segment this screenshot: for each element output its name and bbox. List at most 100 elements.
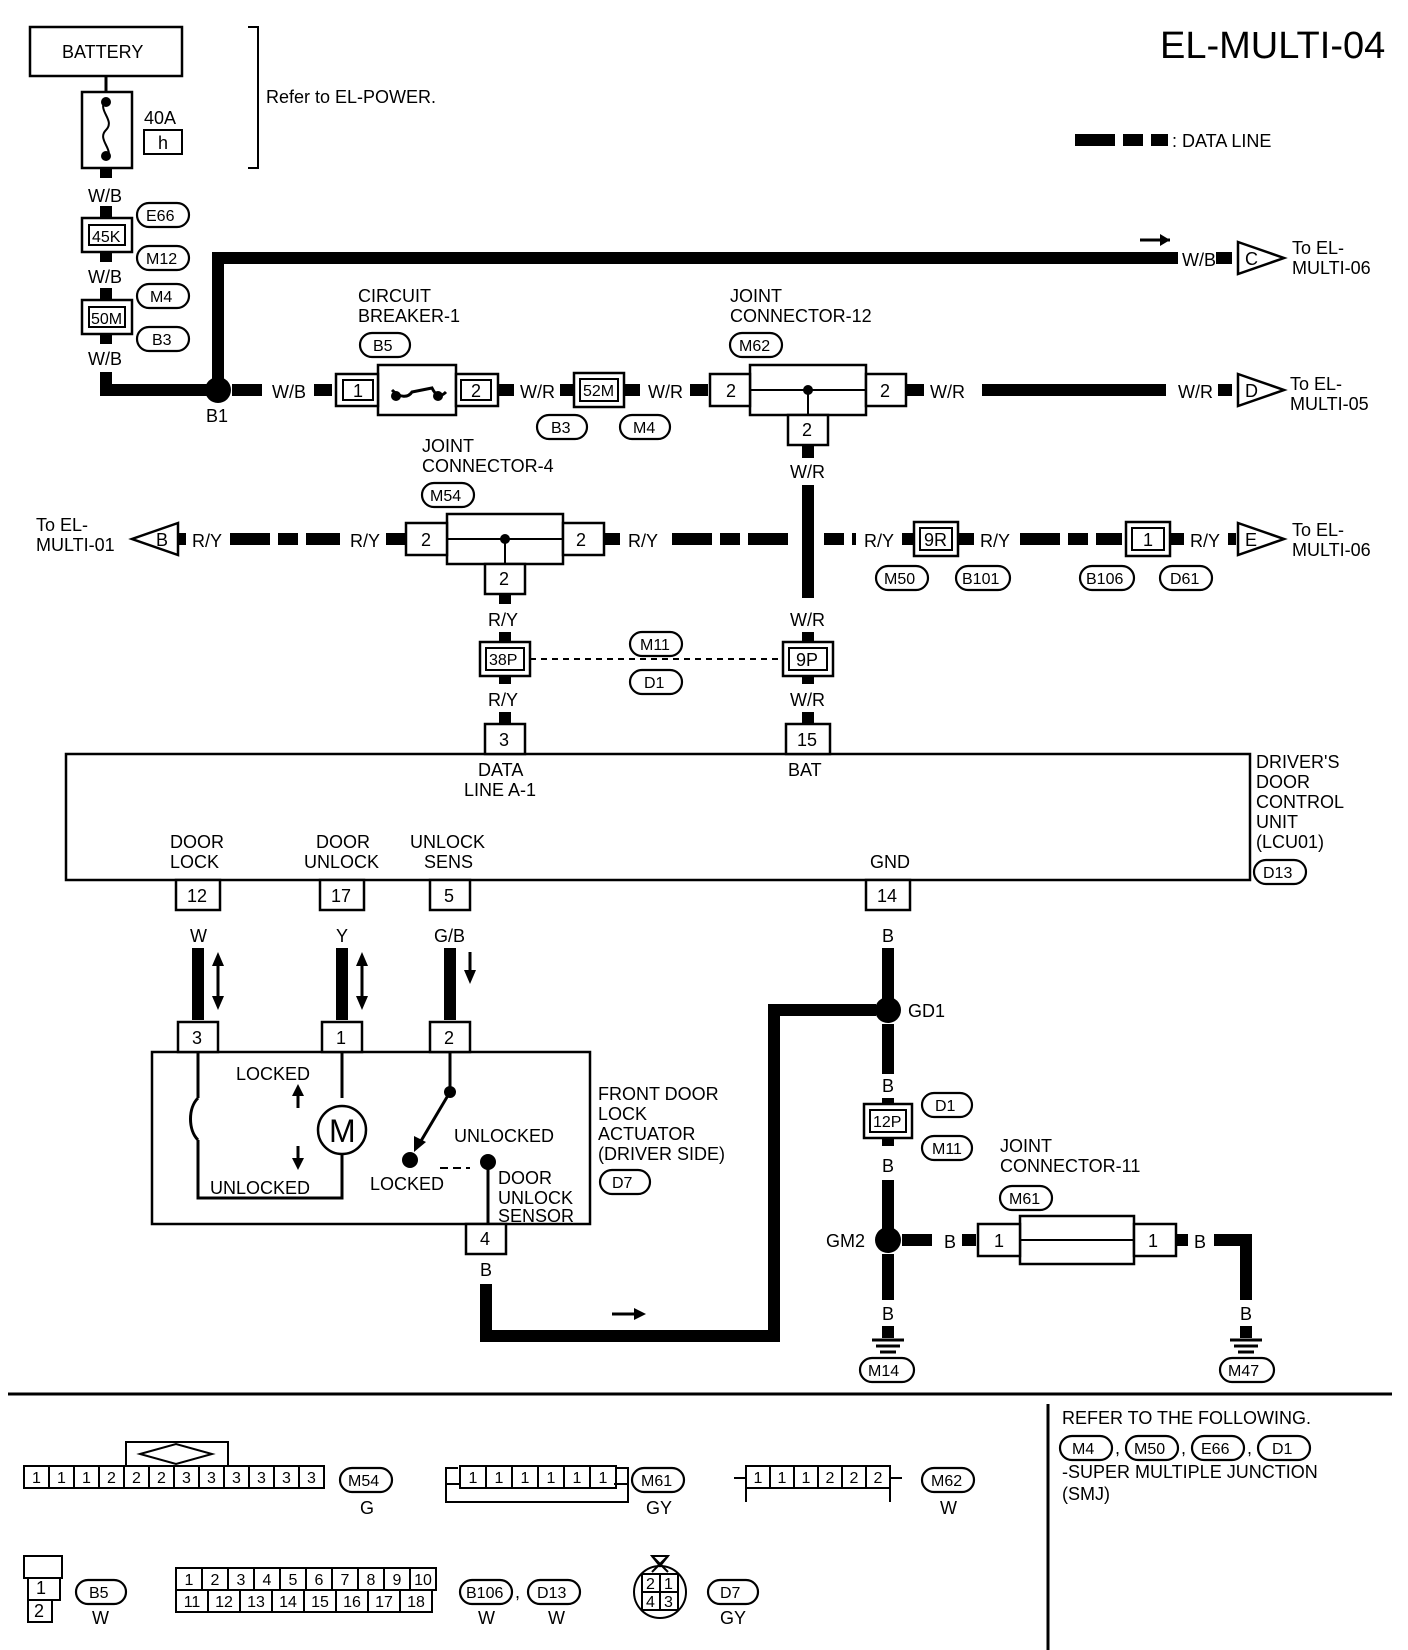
bidir-arrow-1 <box>212 952 224 1010</box>
m61-pin-label: 1 <box>495 1470 504 1487</box>
wire-label-ry-5: R/Y <box>980 531 1010 551</box>
offpage-b-text-1: To EL- <box>36 515 88 535</box>
offpage-c-text-1: To EL- <box>1292 238 1344 258</box>
connector-ref-b106-face: B106 <box>458 1578 514 1606</box>
svg-text:M54: M54 <box>348 1473 379 1490</box>
term-data-line-1: DATA <box>478 760 523 780</box>
svg-text:2: 2 <box>880 381 890 401</box>
connector-ref-m61-face: M61 <box>630 1466 686 1494</box>
joint4-title-1: JOINT <box>422 436 474 456</box>
wire-label-wr-1: W/R <box>520 382 555 402</box>
act-unlocked-bottom: UNLOCKED <box>210 1178 310 1198</box>
svg-text:D1: D1 <box>644 675 665 692</box>
junction-gd1-label: GD1 <box>908 1001 945 1021</box>
actuator-box <box>150 1050 592 1226</box>
wire-label-ry-4: R/Y <box>864 531 894 551</box>
fuse-rating: 40A <box>144 108 176 128</box>
offpage-b-symbol <box>128 521 180 557</box>
refer-note-line2: -SUPER MULTIPLE JUNCTION <box>1062 1462 1318 1482</box>
connector-ref-e66: E66 <box>135 201 191 229</box>
m62-pin-label: 1 <box>802 1470 811 1487</box>
m62-pin-label: 1 <box>778 1470 787 1487</box>
m62-color: W <box>940 1498 957 1518</box>
wire-label-b-3: B <box>882 1076 894 1096</box>
data-line-legend-label: : DATA LINE <box>1172 131 1271 151</box>
dcu-pin-12 <box>174 878 222 912</box>
svg-text:14: 14 <box>877 886 897 906</box>
svg-text:M61: M61 <box>641 1473 672 1490</box>
svg-text:1: 1 <box>353 381 363 401</box>
wire-label-b-7: B <box>1194 1232 1206 1252</box>
actuator-title-2: LOCK <box>598 1104 647 1124</box>
m54-pin-label: 1 <box>57 1470 66 1487</box>
dcu-pin-17 <box>318 878 366 912</box>
wire-label-b-1: B <box>882 926 894 946</box>
connector-ref-d7: D7 <box>598 1168 652 1196</box>
wire-label-b-8: B <box>1240 1304 1252 1324</box>
svg-text:12P: 12P <box>873 1114 901 1131</box>
m54-pin-label: 2 <box>157 1470 166 1487</box>
actuator-title-4: (DRIVER SIDE) <box>598 1144 725 1164</box>
svg-text:1: 1 <box>994 1231 1004 1251</box>
d13-color: W <box>548 1608 565 1628</box>
offpage-e-text-1: To EL- <box>1292 520 1344 540</box>
svg-text:M12: M12 <box>146 251 177 268</box>
m54-pin-label: 3 <box>182 1470 191 1487</box>
junction-gm2 <box>875 1227 901 1253</box>
b106-bottom-pin-label: 12 <box>215 1594 233 1611</box>
battery-label: BATTERY <box>62 42 143 62</box>
actuator-title-1: FRONT DOOR <box>598 1084 719 1104</box>
svg-text:2: 2 <box>576 530 586 550</box>
b106-color: W <box>478 1608 495 1628</box>
wire-label-ry-6: R/Y <box>1190 531 1220 551</box>
svg-text:E66: E66 <box>1201 1441 1230 1458</box>
svg-text:2: 2 <box>499 569 509 589</box>
m54-pin-label: 1 <box>82 1470 91 1487</box>
dcu-box <box>64 752 1252 882</box>
svg-text:9R: 9R <box>924 530 947 550</box>
junction-gm2-label: GM2 <box>826 1231 865 1251</box>
act-unlocked-sensor: UNLOCKED <box>454 1126 554 1146</box>
m61-pin-label: 1 <box>469 1470 478 1487</box>
joint11-title-2: CONNECTOR-11 <box>1000 1156 1140 1176</box>
m62-pin-label: 1 <box>754 1470 763 1487</box>
svg-text:3: 3 <box>192 1028 202 1048</box>
wire-label-ry-7: R/Y <box>488 610 518 630</box>
wire-label-wr-3: W/R <box>930 382 965 402</box>
battery-box <box>28 25 184 78</box>
term-data-line-2: LINE A-1 <box>464 780 536 800</box>
term-door-unlock-1: DOOR <box>316 832 370 852</box>
wire-label-b-5: B <box>882 1304 894 1324</box>
svg-text:B106: B106 <box>1086 571 1123 588</box>
sensor-label-2: UNLOCK <box>498 1188 573 1208</box>
svg-text:2: 2 <box>726 381 736 401</box>
svg-text:,: , <box>1181 1438 1186 1458</box>
connector-ref-b5: B5 <box>358 331 412 359</box>
refer-ref-e66: E66 <box>1190 1434 1246 1462</box>
refer-note-line3: (SMJ) <box>1062 1484 1110 1504</box>
dcu-title-2: DOOR <box>1256 772 1310 792</box>
wire-label-ry-1: R/Y <box>192 531 222 551</box>
b106-bottom-pin-label: 18 <box>407 1594 425 1611</box>
svg-text:12: 12 <box>187 886 207 906</box>
wire-label-wb-2: W/B <box>88 267 122 287</box>
bidir-arrow-2 <box>356 952 368 1010</box>
joint11-pin-1-left <box>976 1222 1022 1258</box>
b106-top-pin-label: 5 <box>289 1572 298 1589</box>
b106-bottom-pin-label: 13 <box>247 1594 265 1611</box>
joint12-title-2: CONNECTOR-12 <box>730 306 872 326</box>
flow-arrow-ground <box>612 1308 646 1320</box>
svg-text:1: 1 <box>664 1576 673 1593</box>
connector-ref-d13-face: D13 <box>526 1578 582 1606</box>
dcu-pin-14 <box>864 878 912 912</box>
svg-text:E66: E66 <box>146 208 175 225</box>
offpage-d-text-1: To EL- <box>1290 374 1342 394</box>
wire-label-ry-8: R/Y <box>488 690 518 710</box>
joint12-pin-2-left <box>708 372 752 408</box>
svg-text:M11: M11 <box>932 1141 962 1158</box>
svg-text:M62: M62 <box>739 338 770 355</box>
b106-top-pin-label: 4 <box>263 1572 272 1589</box>
wire-label-wr-7: W/R <box>790 690 825 710</box>
m61-color: GY <box>646 1498 672 1518</box>
down-arrow-sens <box>464 952 476 984</box>
